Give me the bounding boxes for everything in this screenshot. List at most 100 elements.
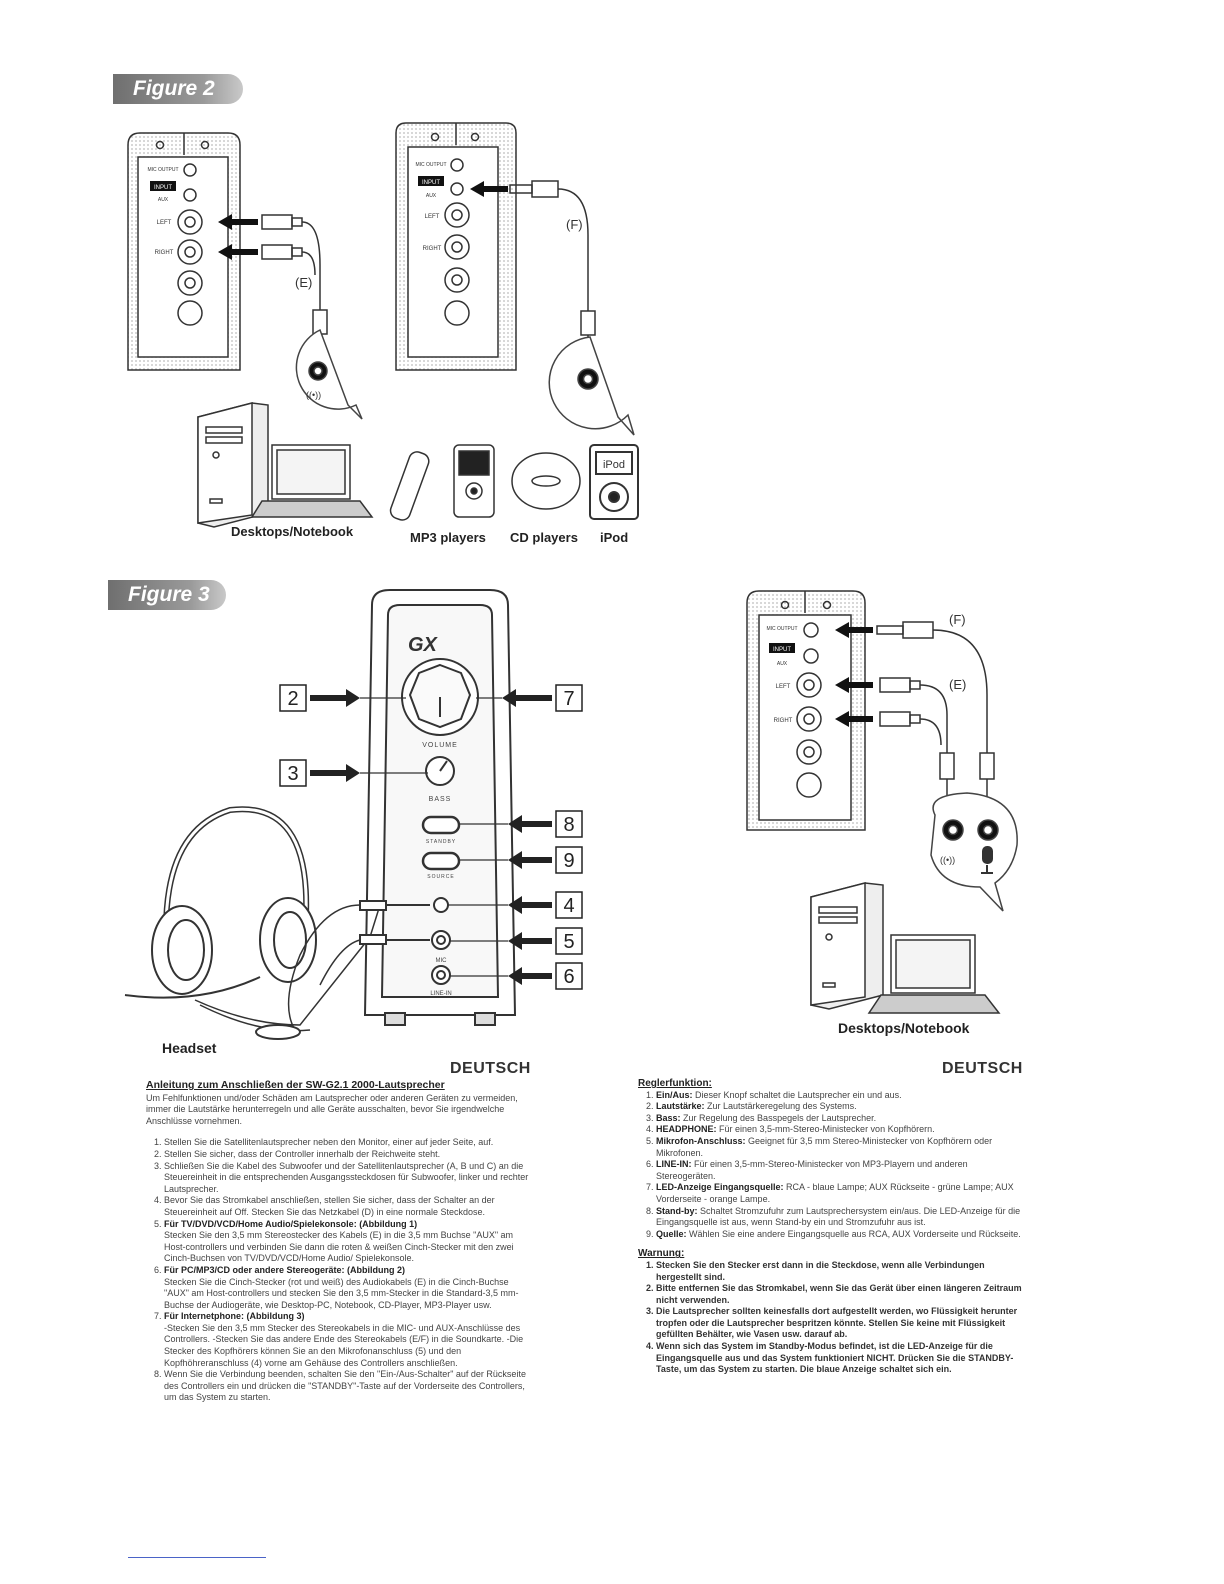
fig2-caption-cd: CD players [510, 530, 578, 545]
warning-list: Stecken Sie den Stecker erst dann in die… [638, 1260, 1028, 1376]
warning-item: Stecken Sie den Stecker erst dann in die… [656, 1260, 1028, 1283]
control-function-item: Lautstärke: Zur Lautstärkeregelung des S… [656, 1101, 1028, 1113]
fig3-mic-label: MIC OUTPUT [766, 626, 797, 632]
fig2r-aux-label: AUX [426, 193, 437, 199]
callout-3-num: 3 [287, 763, 298, 785]
warning-text: Stecken Sie den Stecker erst dann in die… [656, 1259, 985, 1282]
fig2-right-rear-panel [395, 122, 517, 371]
front-jacks [431, 897, 451, 985]
callout-7 [555, 684, 583, 712]
left-instructions: Anleitung zum Anschließen der SW-G2.1 20… [146, 1079, 534, 1404]
control-function-text: Wählen Sie eine andere Eingangsquelle au… [689, 1228, 1021, 1239]
fig2-left-label: LEFT [157, 220, 172, 226]
left-step-text: Stellen Sie die Satellitenlautsprecher n… [164, 1137, 494, 1148]
control-function-text: Schaltet Stromzufuhr zum Lautsprechersys… [656, 1205, 1021, 1228]
source-label: SOURCE [427, 874, 454, 880]
fig2-soundcard-bubble [295, 328, 363, 420]
fig2-right-label: RIGHT [155, 250, 174, 256]
mic-jack-label: MIC [436, 958, 448, 964]
callout-4 [555, 891, 583, 919]
control-function-text: Für einen 3,5-mm-Stereo-Ministecker von … [719, 1124, 935, 1135]
fig3-aux-label: AUX [777, 661, 788, 667]
callout-leader-lines [360, 697, 508, 977]
mp3-player-icon [453, 444, 495, 518]
control-function-head: Mikrofon-Anschluss: [656, 1135, 749, 1146]
fig2-aux-label: AUX [158, 197, 169, 203]
right-col-lang: DEUTSCH [942, 1060, 1023, 1077]
ipod-icon [589, 444, 639, 520]
left-steps-list: Stellen Sie die Satellitenlautsprecher n… [146, 1137, 534, 1404]
fig2r-mic-label: MIC OUTPUT [415, 162, 446, 168]
right-instructions: Reglerfunktion: Ein/Aus: Dieser Knopf sc… [638, 1078, 1028, 1376]
ipod-screen-label: iPod [603, 459, 625, 471]
left-step-text: Stellen Sie sicher, dass der Controller … [164, 1148, 441, 1159]
callout-8-num: 8 [563, 814, 574, 836]
left-step-item: Für TV/DVD/VCD/Home Audio/Spielekonsole:… [164, 1219, 534, 1265]
callout-5 [555, 927, 583, 955]
right-col-title: Reglerfunktion: [638, 1078, 712, 1089]
control-function-item: Quelle: Wählen Sie eine andere Eingangsq… [656, 1229, 1028, 1241]
left-step-item: Wenn Sie die Verbindung beenden, schalte… [164, 1369, 534, 1404]
bass-knob [425, 756, 455, 786]
left-col-title: Anleitung zum Anschließen der SW-G2.1 20… [146, 1079, 445, 1091]
control-functions-list: Ein/Aus: Dieser Knopf schaltet die Lauts… [638, 1090, 1028, 1241]
gx-logo: GX [408, 634, 439, 656]
control-function-item: LINE-IN: Für einen 3,5-mm-Stereo-Ministe… [656, 1159, 1028, 1182]
callout-9 [555, 846, 583, 874]
control-function-head: Bass: [656, 1112, 684, 1123]
callout-6-num: 6 [563, 966, 574, 988]
left-step-item: Stellen Sie die Satellitenlautsprecher n… [164, 1137, 534, 1149]
fig2-input-label: INPUT [154, 185, 172, 191]
control-function-item: Mikrofon-Anschluss: Geeignet für 3,5 mm … [656, 1136, 1028, 1159]
left-step-text: Wenn Sie die Verbindung beenden, schalte… [164, 1369, 526, 1403]
warning-text: Die Lautsprecher sollten keinesfalls dor… [656, 1306, 1018, 1340]
control-function-head: Lautstärke: [656, 1101, 708, 1112]
control-function-item: Ein/Aus: Dieser Knopf schaltet die Lauts… [656, 1090, 1028, 1102]
fig2-caption-ipod: iPod [600, 530, 629, 545]
callout-9-num: 9 [563, 850, 574, 872]
callout-2 [279, 684, 307, 712]
callout-5-num: 5 [563, 931, 574, 953]
control-function-item: Bass: Zur Regelung des Basspegels der La… [656, 1113, 1028, 1125]
left-step-item: Für Internetphone: (Abbildung 3) -Stecke… [164, 1311, 534, 1369]
callout-3 [279, 759, 307, 787]
mp3-stick-icon [389, 451, 430, 521]
left-step-text: Stecken Sie die Cinch-Stecker (rot und w… [164, 1276, 519, 1310]
left-col-intro: Um Fehlfunktionen und/oder Schäden am La… [146, 1092, 518, 1126]
line-in-label: LINE-IN [430, 991, 451, 997]
audio-out-icon: ((•)) [306, 390, 321, 400]
control-function-item: LED-Anzeige Eingangsquelle: RCA - blaue … [656, 1182, 1028, 1205]
left-step-item: Stellen Sie sicher, dass der Controller … [164, 1149, 534, 1161]
left-step-item: Schließen Sie die Kabel des Subwoofer un… [164, 1161, 534, 1196]
callout-7-num: 7 [563, 688, 574, 710]
left-step-head: Für TV/DVD/VCD/Home Audio/Spielekonsole:… [164, 1218, 418, 1229]
left-step-text: Bevor Sie das Stromkabel anschließen, st… [164, 1195, 495, 1217]
bass-label: BASS [429, 796, 452, 803]
control-function-text: RCA - blaue Lampe; AUX Rückseite - grüne… [656, 1182, 1014, 1204]
left-step-head: Für Internetphone: (Abbildung 3) [164, 1311, 305, 1322]
headset-illustration [124, 806, 430, 1040]
control-function-head: LED-Anzeige Eingangsquelle: [656, 1182, 787, 1193]
control-function-head: Ein/Aus: [656, 1089, 696, 1100]
notebook-icon [250, 444, 374, 518]
fig3-left-label: LEFT [776, 684, 791, 690]
fig3-mic-icon [981, 846, 993, 874]
volume-knob [401, 658, 479, 736]
left-step-item: Bevor Sie das Stromkabel anschließen, st… [164, 1195, 534, 1218]
footnote-rule [128, 1557, 266, 1558]
fig3-label-e: (E) [949, 677, 966, 692]
fig3-notebook-icon [867, 934, 1001, 1014]
fig2-caption-mp3: MP3 players [410, 530, 486, 545]
control-function-text: Für einen 3,5-mm-Stereo-Ministecker von … [656, 1159, 968, 1181]
control-function-head: Quelle: [656, 1228, 690, 1239]
callout-6 [555, 962, 583, 990]
fig2-label-e: (E) [295, 275, 312, 290]
control-function-head: HEADPHONE: [656, 1124, 720, 1135]
left-step-head: Für PC/MP3/CD oder andere Stereogeräte: … [164, 1264, 406, 1275]
warning-title: Warnung: [638, 1248, 685, 1260]
control-function-text: Zur Regelung des Basspegels der Lautspre… [683, 1112, 877, 1123]
fig3-caption-desktops: Desktops/Notebook [838, 1020, 970, 1036]
control-function-head: Stand-by: [656, 1205, 700, 1216]
fig3-label-f: (F) [949, 612, 966, 627]
standby-button [421, 815, 461, 835]
